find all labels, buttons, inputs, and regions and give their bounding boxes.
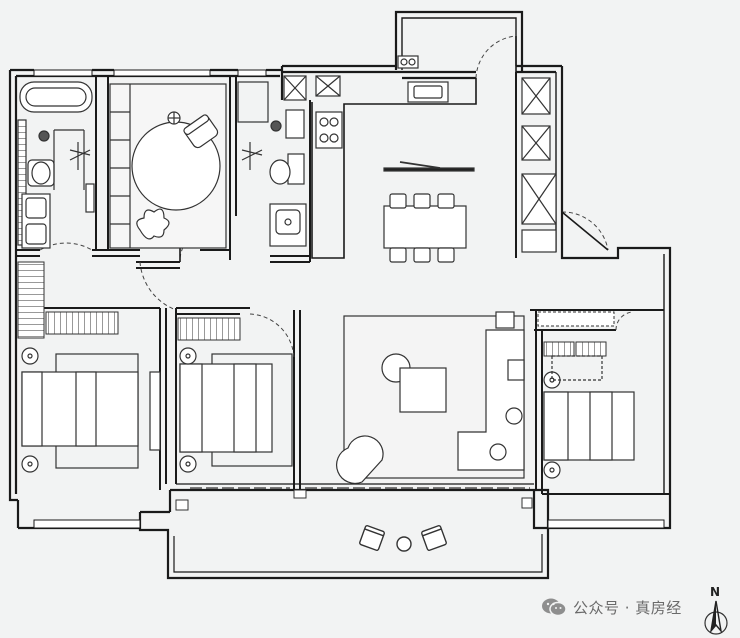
living-room bbox=[336, 311, 525, 484]
dining-area bbox=[383, 161, 475, 263]
compass: N bbox=[700, 585, 734, 635]
balcony-furniture bbox=[359, 525, 447, 552]
floor-drain bbox=[38, 130, 50, 142]
wall-piers bbox=[175, 489, 533, 511]
compass-label: N bbox=[710, 585, 721, 599]
kitchen bbox=[315, 55, 449, 149]
utility-cabinets bbox=[521, 77, 557, 253]
bathroom-middle bbox=[237, 75, 307, 247]
bathroom-left bbox=[17, 81, 95, 249]
lounge-chair bbox=[336, 435, 384, 484]
bedroom-middle bbox=[179, 347, 293, 473]
watermark: 公众号 · 真房经 bbox=[541, 596, 682, 618]
wardrobe-middle bbox=[177, 317, 241, 341]
wardrobe-right bbox=[543, 341, 575, 357]
cooktop bbox=[315, 111, 343, 149]
toilet bbox=[287, 153, 305, 185]
study-room bbox=[109, 83, 227, 249]
bedroom-left bbox=[21, 347, 161, 473]
coffee-table bbox=[399, 367, 447, 413]
north-arrow-icon bbox=[704, 600, 728, 635]
plant bbox=[136, 208, 170, 240]
watermark-text: 公众号 · 真房经 bbox=[573, 598, 682, 617]
dining-table bbox=[383, 205, 467, 249]
wechat-icon bbox=[542, 598, 567, 617]
bedroom-right bbox=[543, 355, 635, 479]
interior-walls bbox=[16, 72, 670, 495]
wardrobe-left bbox=[45, 311, 119, 335]
wardrobes bbox=[17, 261, 615, 357]
